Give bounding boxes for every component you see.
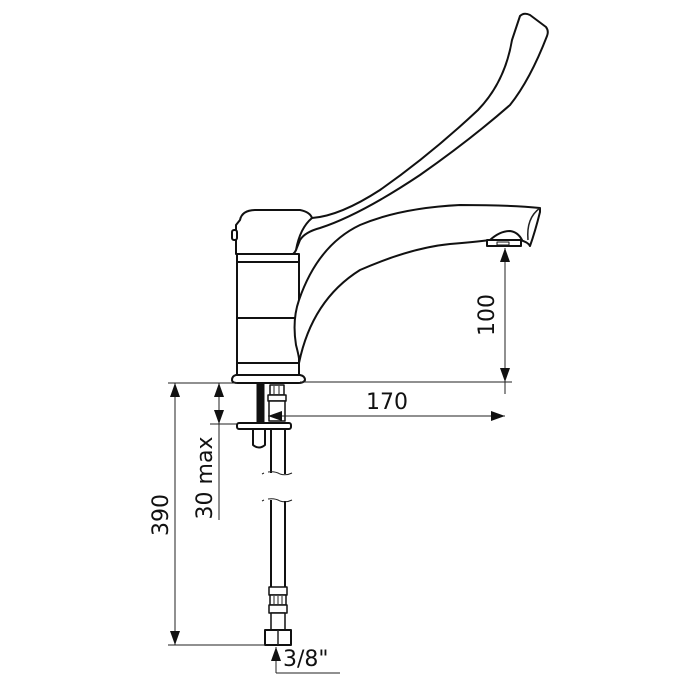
dimension-label-3-8-inch: 3/8" (283, 647, 329, 672)
body-head (231, 209, 313, 257)
dimension-spout-reach: 170 (268, 390, 505, 421)
indicator-button (231, 229, 238, 241)
dimension-label-390: 390 (149, 494, 174, 536)
fixing-assembly (236, 382, 292, 449)
dimension-deck-thickness: 30 max (193, 382, 237, 520)
lever-handle (279, 12, 549, 251)
dimension-label-100: 100 (475, 294, 500, 336)
spout (293, 204, 541, 364)
dimension-label-170: 170 (366, 390, 408, 415)
dimension-spout-height: 100 (300, 248, 512, 394)
dimension-label-30-max: 30 max (193, 437, 218, 520)
dimension-hose-length: 390 (149, 382, 265, 646)
flex-hose (261, 429, 293, 646)
dimension-connection-size: 3/8" (271, 647, 340, 674)
